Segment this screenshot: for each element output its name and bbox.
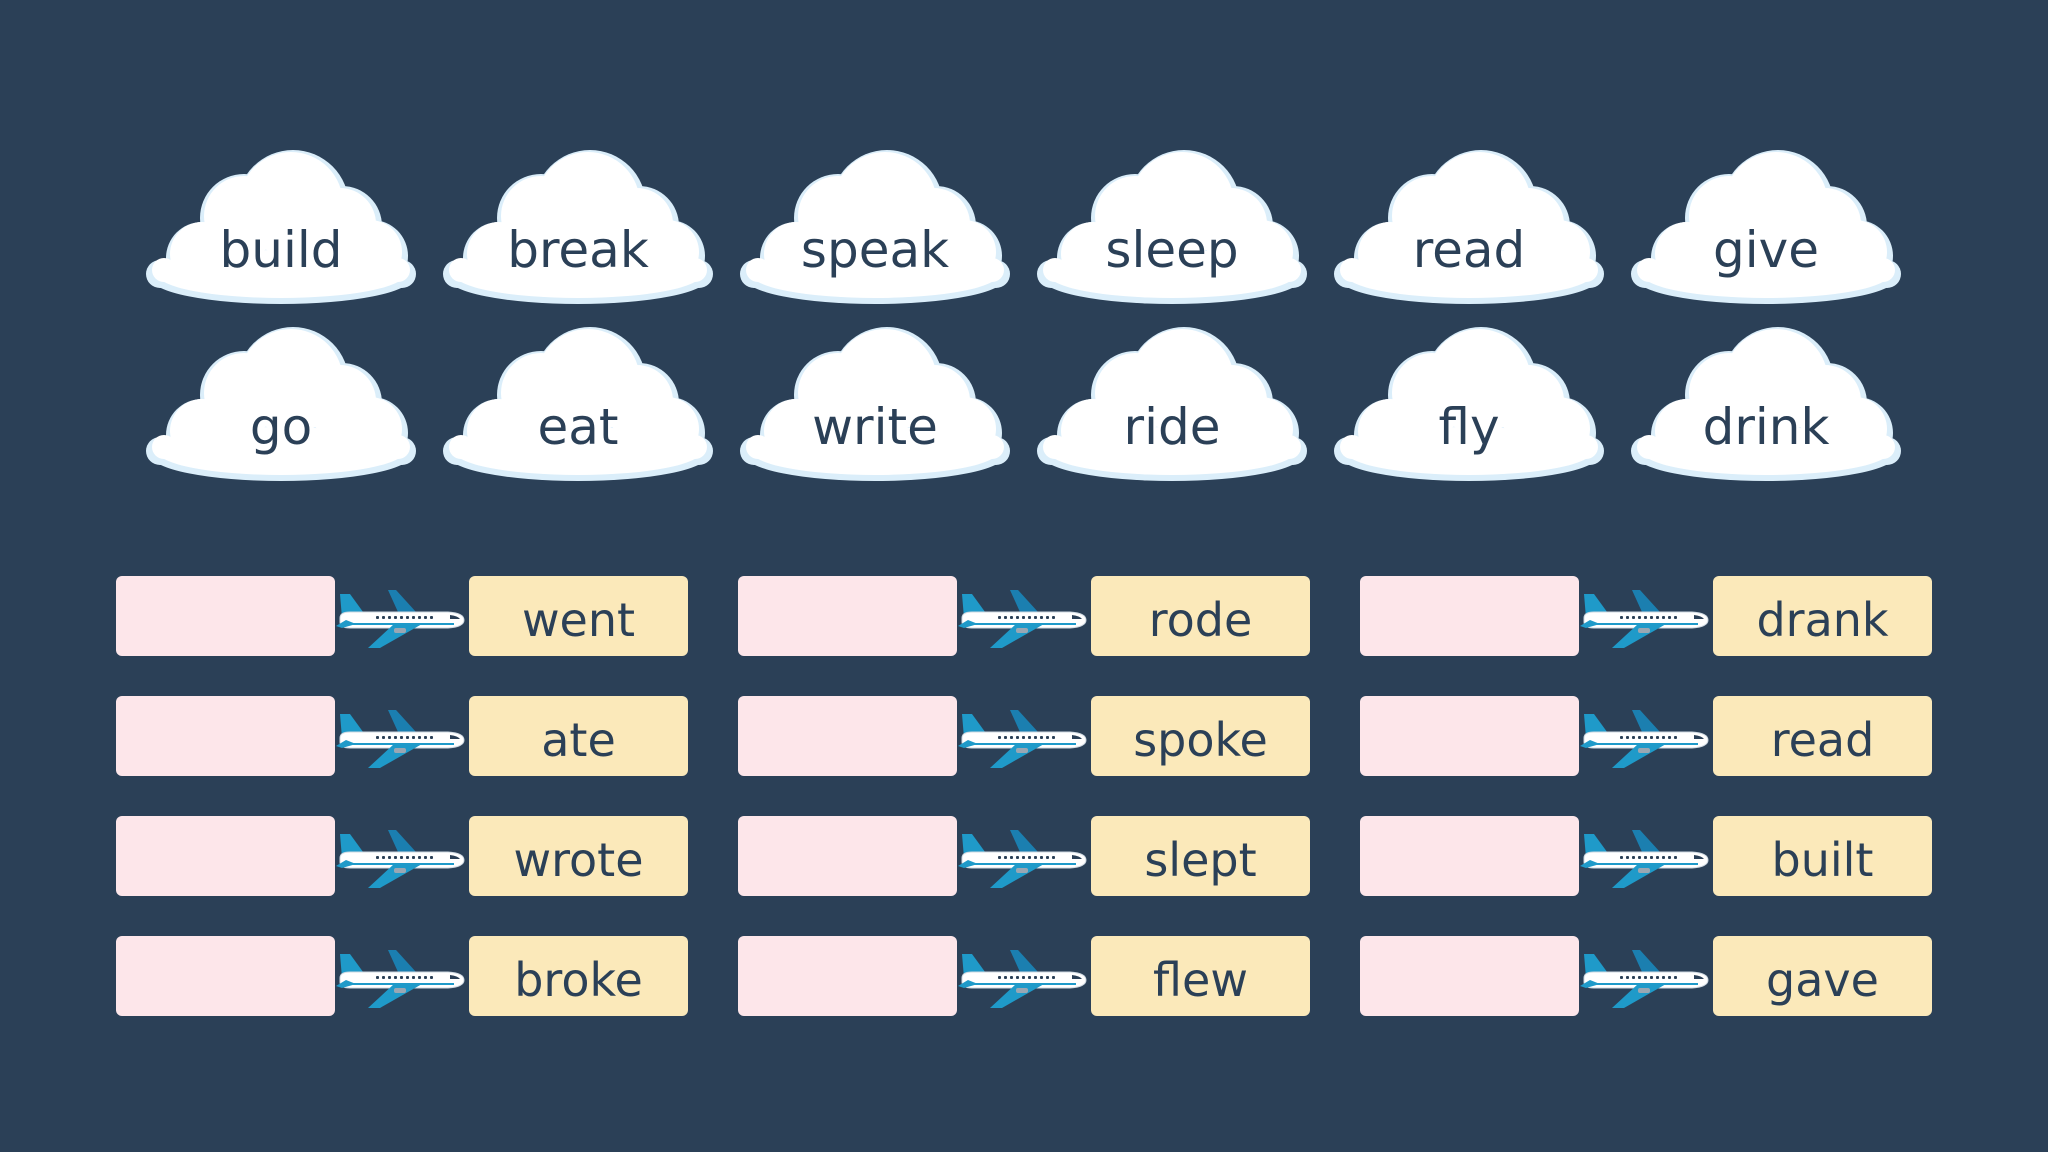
cloud-word: fly	[1438, 398, 1500, 456]
past-tense-card[interactable]: spoke	[1091, 696, 1310, 776]
airplane-icon	[1580, 702, 1710, 772]
past-tense-card[interactable]: went	[469, 576, 688, 656]
past-tense-card[interactable]: gave	[1713, 936, 1932, 1016]
airplane-icon	[1580, 942, 1710, 1012]
cloud-word: build	[219, 221, 343, 279]
cloud-card[interactable]: read	[1334, 150, 1604, 310]
past-tense-card[interactable]: built	[1713, 816, 1932, 896]
drop-slot[interactable]	[738, 696, 957, 776]
cloud-word: read	[1412, 221, 1526, 279]
airplane-icon	[958, 942, 1088, 1012]
airplane-icon	[336, 702, 466, 772]
cloud-word: ride	[1123, 398, 1221, 456]
cloud-word: drink	[1702, 398, 1830, 456]
drop-slot[interactable]	[1360, 936, 1579, 1016]
airplane-icon	[958, 822, 1088, 892]
cloud-card[interactable]: break	[443, 150, 713, 310]
drop-slot[interactable]	[1360, 696, 1579, 776]
past-tense-card[interactable]: drank	[1713, 576, 1932, 656]
airplane-icon	[336, 582, 466, 652]
airplane-icon	[1580, 822, 1710, 892]
cloud-word: sleep	[1105, 221, 1239, 279]
cloud-word: break	[507, 221, 649, 279]
drop-slot[interactable]	[1360, 576, 1579, 656]
cloud-card[interactable]: build	[146, 150, 416, 310]
cloud-card[interactable]: fly	[1334, 327, 1604, 487]
drop-slot[interactable]	[116, 576, 335, 656]
drop-slot[interactable]	[116, 936, 335, 1016]
drop-slot[interactable]	[738, 816, 957, 896]
drop-slot[interactable]	[738, 936, 957, 1016]
cloud-card[interactable]: drink	[1631, 327, 1901, 487]
cloud-card[interactable]: write	[740, 327, 1010, 487]
cloud-word: speak	[800, 221, 950, 279]
past-tense-card[interactable]: read	[1713, 696, 1932, 776]
past-tense-card[interactable]: wrote	[469, 816, 688, 896]
past-tense-card[interactable]: slept	[1091, 816, 1310, 896]
cloud-card[interactable]: give	[1631, 150, 1901, 310]
cloud-word: write	[812, 398, 938, 456]
cloud-word: go	[249, 398, 313, 456]
past-tense-card[interactable]: ate	[469, 696, 688, 776]
airplane-icon	[336, 942, 466, 1012]
drop-slot[interactable]	[738, 576, 957, 656]
drop-slot[interactable]	[116, 696, 335, 776]
airplane-icon	[1580, 582, 1710, 652]
airplane-icon	[958, 702, 1088, 772]
past-tense-card[interactable]: rode	[1091, 576, 1310, 656]
cloud-card[interactable]: ride	[1037, 327, 1307, 487]
past-tense-card[interactable]: flew	[1091, 936, 1310, 1016]
drop-slot[interactable]	[1360, 816, 1579, 896]
cloud-word: eat	[537, 398, 619, 456]
cloud-card[interactable]: go	[146, 327, 416, 487]
airplane-icon	[958, 582, 1088, 652]
airplane-icon	[336, 822, 466, 892]
cloud-card[interactable]: speak	[740, 150, 1010, 310]
cloud-card[interactable]: sleep	[1037, 150, 1307, 310]
past-tense-card[interactable]: broke	[469, 936, 688, 1016]
cloud-word: give	[1713, 221, 1819, 279]
drop-slot[interactable]	[116, 816, 335, 896]
cloud-card[interactable]: eat	[443, 327, 713, 487]
